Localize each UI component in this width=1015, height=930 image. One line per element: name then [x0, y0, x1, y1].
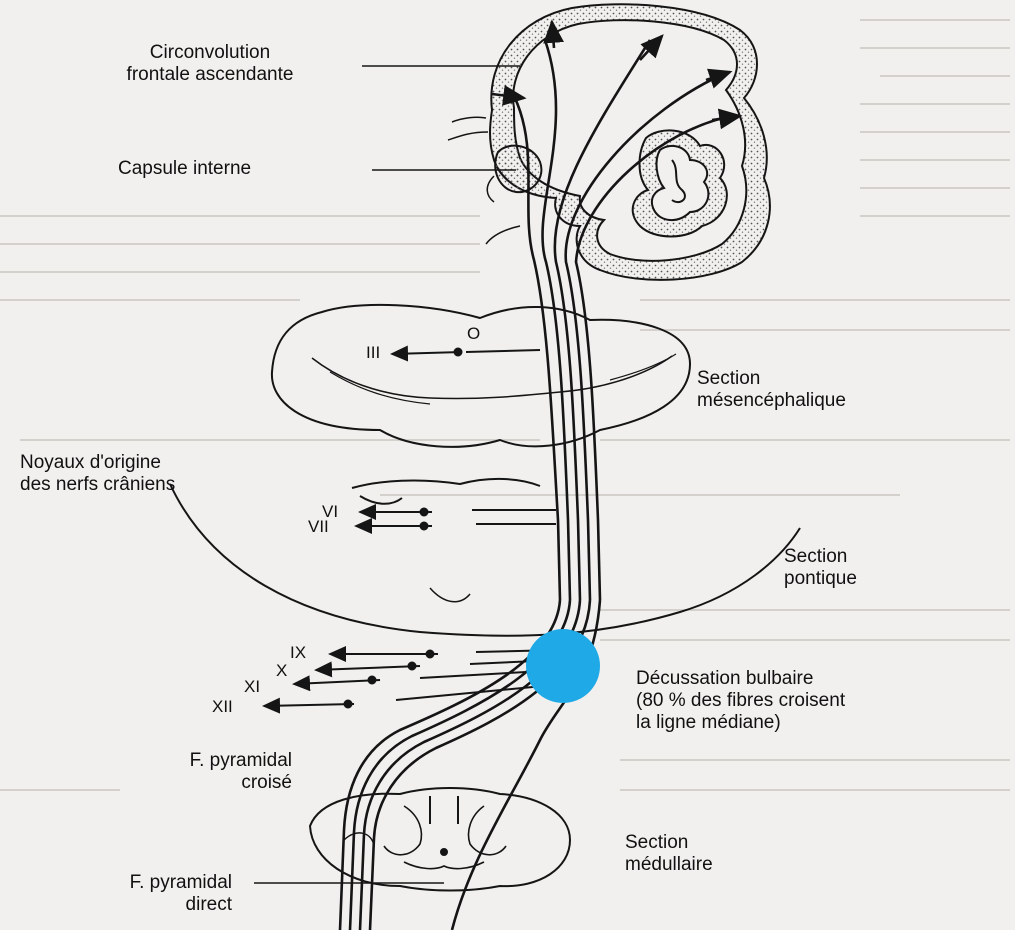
nerve-nucleus-marker: O: [467, 325, 480, 343]
nerve-label-XI: XI: [244, 678, 260, 696]
label-capsule-interne: Capsule interne: [118, 158, 251, 180]
leader-lines: [254, 66, 520, 883]
medullary-section: [310, 788, 570, 891]
nerve-label-III: III: [366, 344, 380, 362]
nerve-label-IX: IX: [290, 644, 306, 662]
label-noyaux-origine: Noyaux d'origine des nerfs crâniens: [20, 452, 175, 496]
nerve-label-XII: XII: [212, 698, 233, 716]
mesencephalic-section: [272, 305, 690, 447]
brain-section: [448, 4, 770, 280]
label-section-medullaire: Section médullaire: [625, 832, 713, 876]
label-section-mesencephalique: Section mésencéphalique: [697, 368, 846, 412]
nerve-label-X: X: [276, 662, 287, 680]
label-circonvolution-frontale: Circonvolution frontale ascendante: [60, 42, 360, 86]
label-section-pontique: Section pontique: [784, 546, 857, 590]
label-pyramidal-direct: F. pyramidal direct: [10, 872, 232, 916]
pontine-section: [170, 479, 800, 636]
label-decussation-bulbaire: Décussation bulbaire (80 % des fibres cr…: [636, 668, 845, 734]
label-pyramidal-croise: F. pyramidal croisé: [60, 750, 292, 794]
basal-nucleus: [495, 146, 541, 193]
nerve-label-VII: VII: [308, 518, 329, 536]
decussation-marker: [526, 629, 600, 703]
